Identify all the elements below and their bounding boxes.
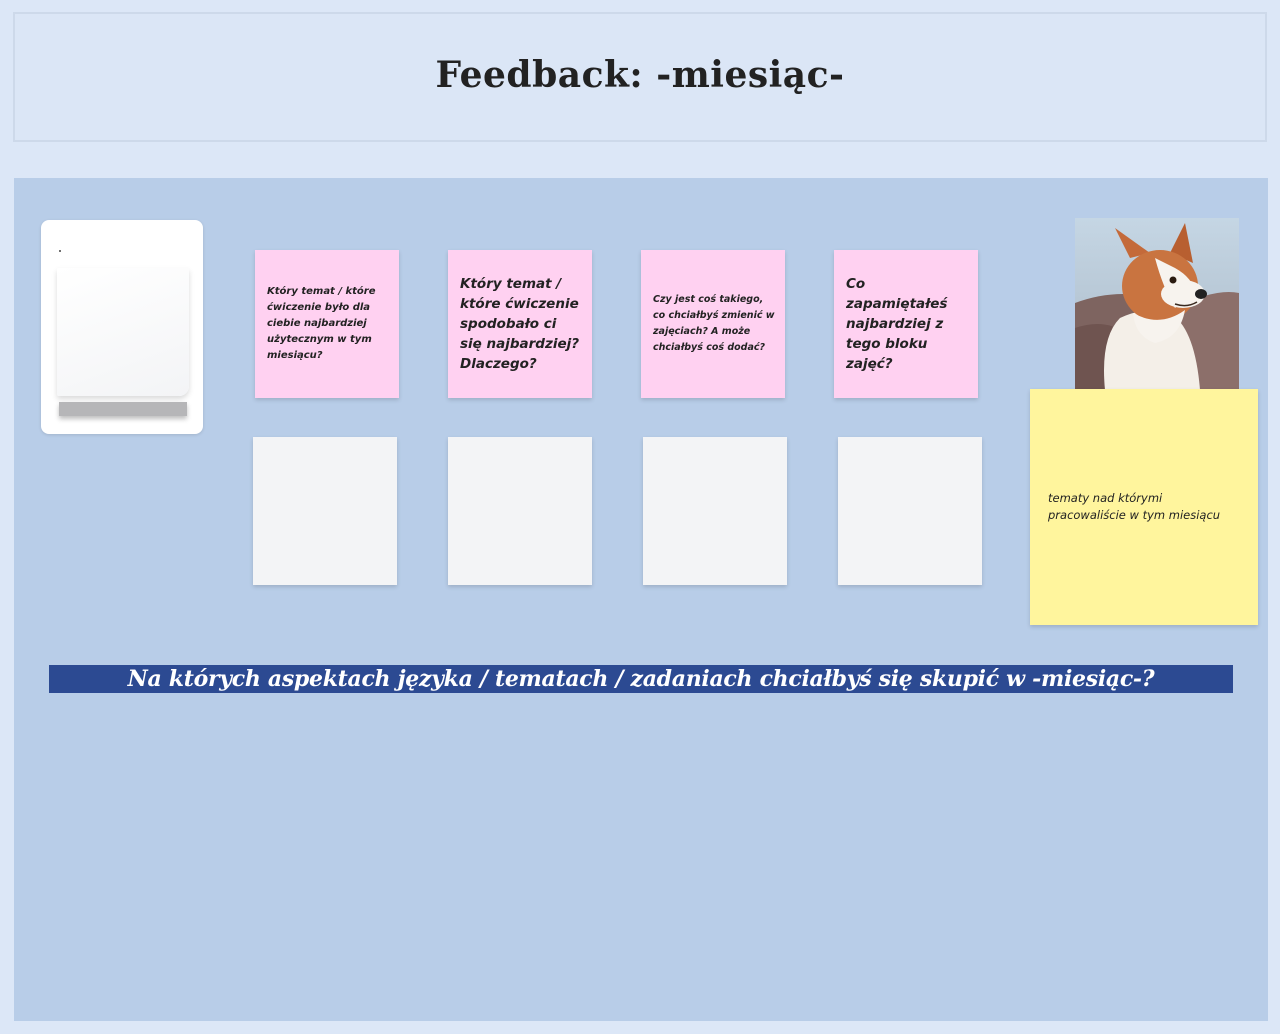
sticky-note-text: Co zapamiętałeś najbardziej z tego bloku…	[846, 276, 948, 372]
sticky-note-text: Który temat / które ćwiczenie spodobało …	[460, 276, 580, 372]
sticky-note-empty-4[interactable]	[838, 437, 982, 585]
sticky-note-empty-2[interactable]	[448, 437, 592, 585]
title-frame[interactable]: Feedback: -miesiąc-	[13, 12, 1267, 142]
sticky-note-text: tematy nad którymi pracowaliście w tym m…	[1048, 491, 1221, 522]
sticky-note-prompt-4[interactable]: Co zapamiętałeś najbardziej z tego bloku…	[834, 250, 978, 398]
sticky-note-prompt-1[interactable]: Który temat / które ćwiczenie było dla c…	[255, 250, 399, 398]
board-title: Feedback: -miesiąc-	[435, 54, 845, 96]
pad-sheet	[57, 268, 189, 396]
sticky-note-yellow[interactable]: tematy nad którymi pracowaliście w tym m…	[1030, 389, 1258, 625]
sticky-note-empty-1[interactable]	[253, 437, 397, 585]
sticky-note-prompt-3[interactable]: Czy jest coś takiego, co chciałbyś zmien…	[641, 250, 785, 398]
sticky-note-text: Który temat / które ćwiczenie było dla c…	[267, 286, 376, 361]
sticky-note-text: Czy jest coś takiego, co chciałbyś zmien…	[653, 294, 775, 353]
pad-base	[59, 402, 187, 416]
sticky-note-pad-icon	[57, 268, 189, 420]
question-banner-text: Na których aspektach języka / tematach /…	[127, 666, 1155, 692]
sticky-note-prompt-2[interactable]: Który temat / które ćwiczenie spodobało …	[448, 250, 592, 398]
pad-dot	[59, 250, 61, 252]
sticky-note-empty-3[interactable]	[643, 437, 787, 585]
question-banner[interactable]: Na których aspektach języka / tematach /…	[49, 665, 1233, 693]
dog-photo[interactable]	[1075, 218, 1239, 390]
sticky-note-pad[interactable]	[41, 220, 203, 434]
dog-illustration	[1075, 218, 1239, 390]
